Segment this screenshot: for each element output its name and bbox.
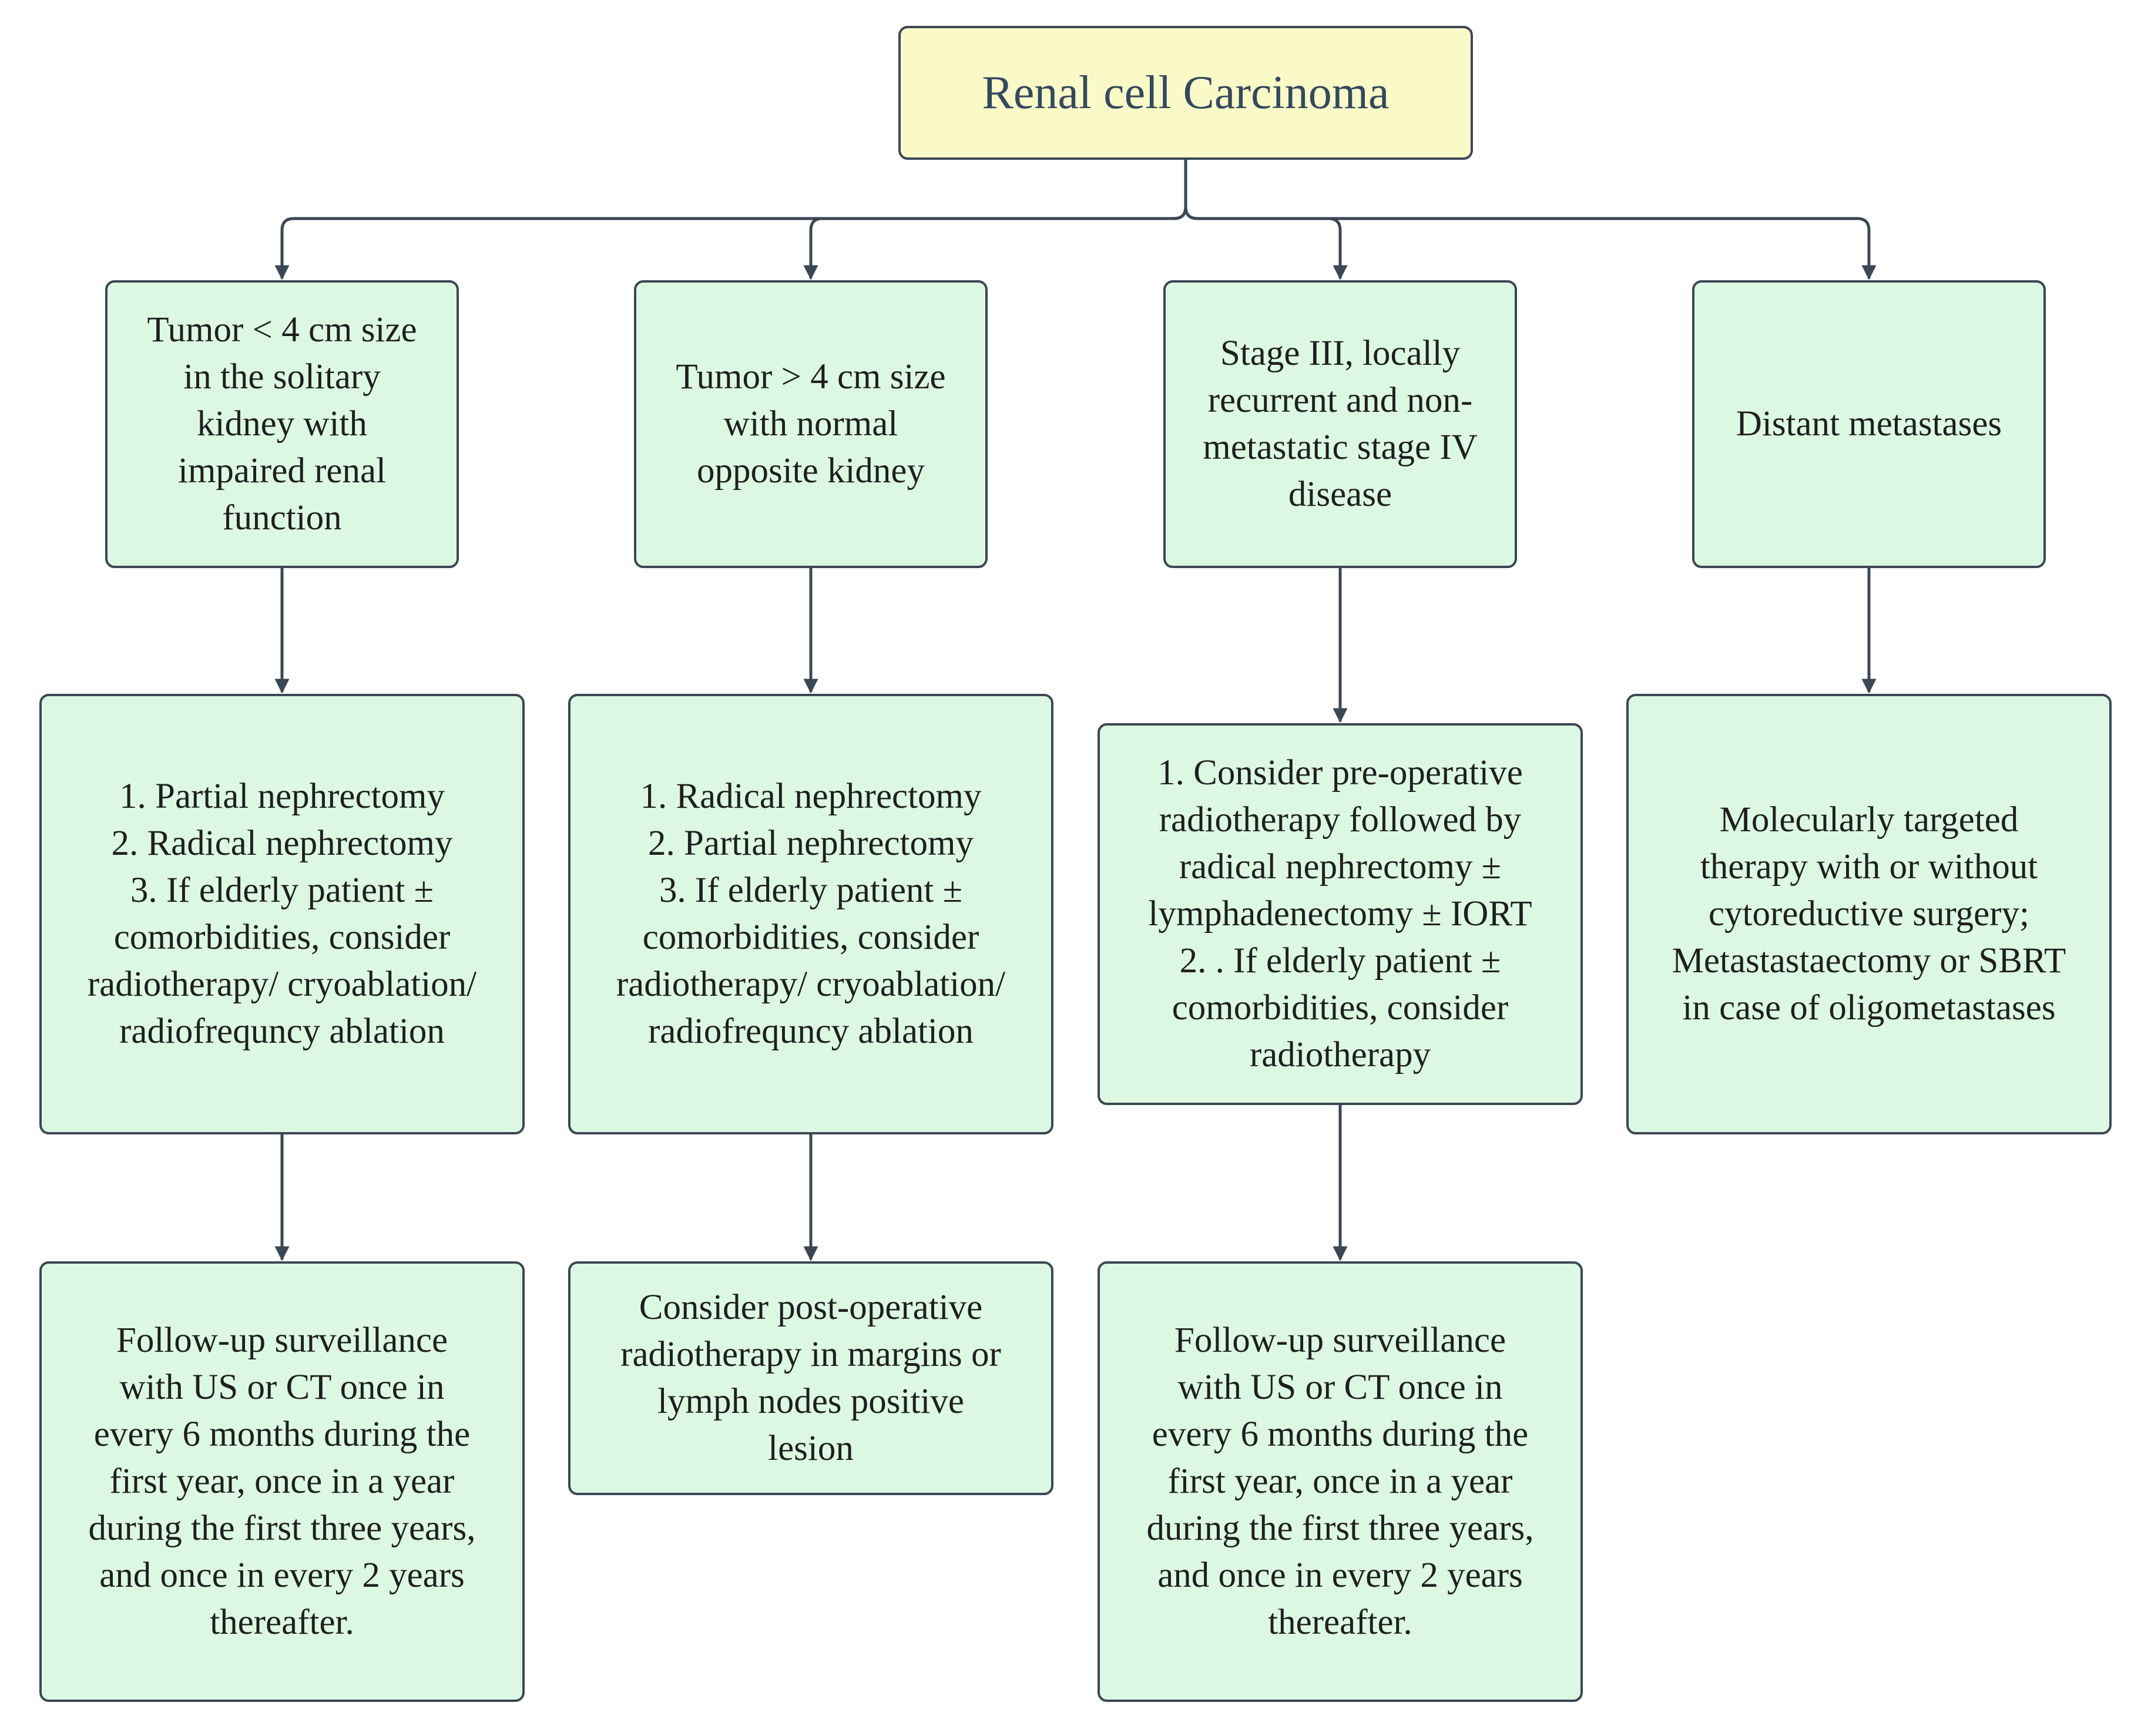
followup-node-small-tumor: Follow-up surveillance with US or CT onc…	[39, 1261, 525, 1702]
treatment-label: Molecularly targeted therapy with or wit…	[1672, 800, 2066, 1028]
treatment-node-distant-metastases: Molecularly targeted therapy with or wit…	[1626, 694, 2112, 1134]
treatment-label: 1. Radical nephrectomy 2. Partial nephre…	[616, 777, 1006, 1051]
treatment-node-small-tumor: 1. Partial nephrectomy 2. Radical nephre…	[39, 694, 525, 1134]
followup-label: Follow-up surveillance with US or CT onc…	[88, 1321, 476, 1642]
category-label: Distant metastases	[1736, 404, 2002, 444]
category-label: Tumor > 4 cm size with normal opposite k…	[676, 357, 946, 491]
category-node-small-tumor: Tumor < 4 cm size in the solitary kidney…	[105, 280, 459, 568]
treatment-node-stage-iii: 1. Consider pre-operative radiotherapy f…	[1098, 723, 1583, 1105]
followup-node-large-tumor: Consider post-operative radiotherapy in …	[568, 1261, 1053, 1495]
root-node: Renal cell Carcinoma	[898, 26, 1473, 160]
connector-root-c2	[803, 160, 1187, 280]
connector-root-c4	[1184, 160, 1877, 280]
root-label: Renal cell Carcinoma	[982, 67, 1390, 119]
followup-label: Follow-up surveillance with US or CT onc…	[1146, 1321, 1534, 1642]
treatment-node-large-tumor: 1. Radical nephrectomy 2. Partial nephre…	[568, 694, 1053, 1134]
treatment-label: 1. Consider pre-operative radiotherapy f…	[1148, 753, 1532, 1074]
category-label: Stage III, locally recurrent and non-met…	[1203, 334, 1478, 514]
category-node-stage-iii: Stage III, locally recurrent and non-met…	[1163, 280, 1517, 568]
category-label: Tumor < 4 cm size in the solitary kidney…	[147, 310, 417, 538]
followup-node-stage-iii: Follow-up surveillance with US or CT onc…	[1098, 1261, 1583, 1702]
category-node-distant-metastases: Distant metastases	[1692, 280, 2046, 568]
category-node-large-tumor: Tumor > 4 cm size with normal opposite k…	[634, 280, 988, 568]
treatment-label: 1. Partial nephrectomy 2. Radical nephre…	[87, 777, 477, 1051]
followup-label: Consider post-operative radiotherapy in …	[620, 1288, 1001, 1468]
